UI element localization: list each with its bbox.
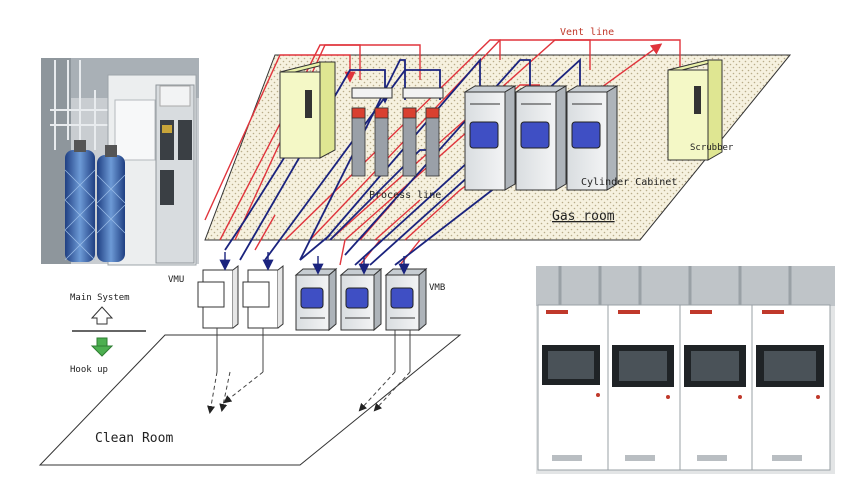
hook-up-label: Hook up — [70, 365, 108, 375]
scrubber-right — [667, 59, 723, 161]
process-line-label: Process line — [369, 190, 441, 201]
cylinder-cabinet — [565, 85, 619, 191]
vmb-unit — [384, 267, 428, 332]
feed-arrows — [219, 252, 410, 275]
scrubber-left — [279, 61, 336, 159]
cylinder-cabinet — [514, 85, 568, 191]
gas-cabinet-row-photo — [536, 266, 835, 474]
main-system-label: Main System — [70, 293, 130, 303]
hookup-lines — [207, 328, 411, 414]
gas-room-label: Gas room — [552, 209, 615, 224]
legend — [72, 306, 146, 357]
process-cylinders — [351, 87, 444, 177]
vmb-unit — [339, 267, 383, 332]
scrubber-label: Scrubber — [690, 143, 734, 153]
cylinder-cabinet — [463, 85, 517, 191]
vmu-unit — [242, 264, 284, 329]
cylinder-cabinet-label: Cylinder Cabinet — [581, 177, 677, 188]
clean-room-floor — [38, 334, 462, 466]
vent-line-label: Vent line — [560, 27, 614, 38]
vmb-unit — [294, 267, 338, 332]
main-system-arrow-icon — [90, 306, 114, 325]
hook-up-arrow-icon — [90, 345, 114, 357]
vmb-label: VMB — [429, 283, 445, 293]
vmu-unit — [197, 264, 239, 329]
vmu-label: VMU — [168, 275, 184, 285]
clean-room-label: Clean Room — [95, 431, 173, 446]
gas-cylinder-cabinets-photo — [41, 58, 199, 266]
